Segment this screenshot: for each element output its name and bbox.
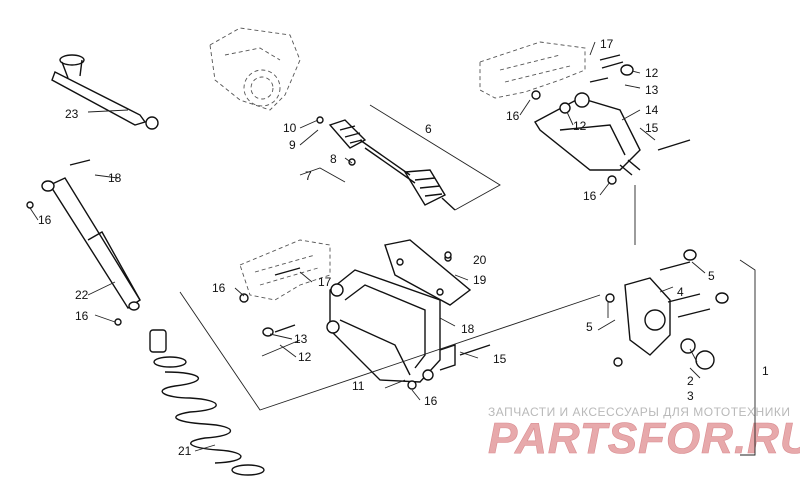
callout-17b: 17	[318, 275, 332, 289]
callout-labels: 1 2 3 4 5 5 6 7 8 9 10 11 12 12 12 13 13…	[38, 37, 769, 458]
callout-21: 21	[178, 444, 192, 458]
callout-12c: 12	[298, 350, 312, 364]
callout-16d: 16	[75, 309, 89, 323]
callout-16e: 16	[212, 281, 226, 295]
frame-ghost-right	[479, 41, 586, 99]
callout-15a: 15	[645, 121, 659, 135]
callout-10: 10	[283, 121, 297, 135]
callout-5b: 5	[586, 320, 593, 334]
callout-11: 11	[352, 379, 365, 393]
callout-14: 14	[645, 103, 659, 117]
callout-13b: 13	[294, 332, 308, 346]
callout-16f: 16	[424, 394, 438, 408]
callout-13a: 13	[645, 83, 659, 97]
shock-absorber	[26, 159, 141, 326]
upper-a-arm	[531, 54, 691, 185]
callout-9: 9	[289, 138, 296, 152]
callout-16b: 16	[583, 189, 597, 203]
callout-2: 2	[687, 374, 694, 388]
callout-4: 4	[677, 285, 684, 299]
callout-8: 8	[330, 152, 337, 166]
callout-6: 6	[425, 122, 432, 136]
callout-16c: 16	[38, 213, 52, 227]
spring-tool	[51, 54, 159, 130]
watermark-subtitle: ЗАПЧАСТИ И АКСЕССУАРЫ ДЛЯ МОТОТЕХНИКИ	[488, 405, 790, 419]
callout-15b: 15	[493, 352, 507, 366]
frame-ghost-top	[209, 27, 301, 111]
drive-axle	[316, 116, 456, 211]
callout-22: 22	[75, 288, 89, 302]
callout-5a: 5	[708, 269, 715, 283]
callout-16a: 16	[506, 109, 520, 123]
callout-7: 7	[305, 169, 312, 183]
watermark-logo: PARTSFOR.RU	[488, 414, 800, 463]
callout-23: 23	[65, 107, 79, 121]
callout-19: 19	[473, 273, 487, 287]
lower-a-arm	[326, 269, 456, 383]
callout-18a: 18	[108, 171, 122, 185]
callout-1: 1	[762, 364, 769, 378]
coil-spring	[149, 329, 265, 476]
frame-ghost-middle	[239, 239, 331, 301]
callout-12b: 12	[573, 119, 587, 133]
callout-12a: 12	[645, 66, 659, 80]
callout-3: 3	[687, 389, 694, 403]
leader-lines	[29, 41, 756, 456]
fasteners	[239, 251, 491, 390]
callout-18b: 18	[461, 322, 475, 336]
callout-20: 20	[473, 253, 487, 267]
callout-17a: 17	[600, 37, 614, 51]
bearing-carrier	[605, 249, 729, 370]
